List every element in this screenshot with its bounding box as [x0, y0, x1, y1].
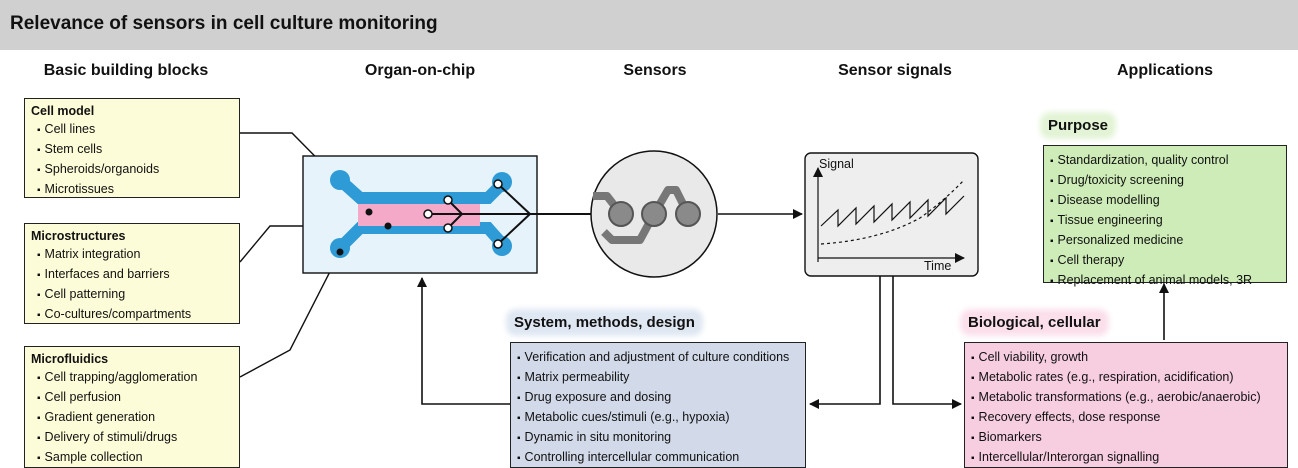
list-item: Disease modelling: [1050, 191, 1280, 211]
list-item: Matrix permeability: [517, 368, 799, 388]
list-item: Cell viability, growth: [971, 348, 1281, 368]
microstructures-title: Microstructures: [31, 229, 126, 243]
leader-microfluidics: [239, 251, 341, 378]
list-item: Cell trapping/agglomeration: [31, 368, 233, 388]
list-item: Cell perfusion: [31, 388, 233, 408]
organ-on-chip-illustration: [302, 155, 538, 274]
list-item: Recovery effects, dose response: [971, 408, 1281, 428]
time-axis-label: Time: [924, 259, 952, 273]
list-item: Cell therapy: [1050, 251, 1280, 271]
signal-axis-label: Signal: [819, 157, 854, 171]
list-item: Cell patterning: [31, 285, 233, 305]
list-item: Sample collection: [31, 448, 233, 468]
cell-model-title: Cell model: [31, 104, 95, 118]
list-item: Tissue engineering: [1050, 211, 1280, 231]
purpose-box: Standardization, quality control Drug/to…: [1043, 145, 1287, 287]
list-item: Personalized medicine: [1050, 231, 1280, 251]
list-item: Drug exposure and dosing: [517, 388, 799, 408]
list-item: Spheroids/organoids: [31, 160, 233, 180]
column-header-sensor-signals: Sensor signals: [838, 62, 952, 79]
list-item: Delivery of stimuli/drugs: [31, 428, 233, 448]
list-item: Stem cells: [31, 140, 233, 160]
list-item: Cell lines: [31, 120, 233, 140]
list-item: Matrix integration: [31, 245, 233, 265]
list-item: Metabolic rates (e.g., respiration, acid…: [971, 368, 1281, 388]
sensor-illustration: [590, 150, 718, 278]
column-header-applications: Applications: [1116, 62, 1213, 79]
biological-cellular-box: Cell viability, growth Metabolic rates (…: [964, 342, 1288, 468]
column-header-sensors: Sensors: [623, 62, 687, 79]
title-banner: Relevance of sensors in cell culture mon…: [0, 0, 1298, 50]
list-item: Replacement of animal models, 3R: [1050, 271, 1280, 291]
page-title: Relevance of sensors in cell culture mon…: [10, 13, 438, 34]
column-header-organ-on-chip: Organ-on-chip: [364, 62, 476, 79]
list-item: Controlling intercellular communication: [517, 448, 799, 468]
signal-plot: [804, 152, 979, 277]
list-item: Microtissues: [31, 180, 233, 200]
list-item: Verification and adjustment of culture c…: [517, 348, 799, 368]
list-item: Gradient generation: [31, 408, 233, 428]
list-item: Biomarkers: [971, 428, 1281, 448]
list-item: Co-cultures/compartments: [31, 305, 233, 325]
list-item: Metabolic transformations (e.g., aerobic…: [971, 388, 1281, 408]
list-item: Intercellular/Interorgan signalling: [971, 448, 1281, 468]
microfluidics-box: Microfluidics Cell trapping/agglomeratio…: [24, 346, 240, 468]
purpose-title: Purpose: [1044, 116, 1113, 135]
microfluidics-title: Microfluidics: [31, 352, 109, 366]
list-item: Interfaces and barriers: [31, 265, 233, 285]
cell-model-box: Cell model Cell lines Stem cells Spheroi…: [24, 98, 240, 198]
microstructures-box: Microstructures Matrix integration Inter…: [24, 223, 240, 324]
list-item: Drug/toxicity screening: [1050, 171, 1280, 191]
list-item: Dynamic in situ monitoring: [517, 428, 799, 448]
system-methods-box: Verification and adjustment of culture c…: [510, 342, 806, 468]
list-item: Standardization, quality control: [1050, 151, 1280, 171]
column-header-building-blocks: Basic building blocks: [43, 62, 209, 79]
system-title: System, methods, design: [510, 313, 699, 332]
list-item: Metabolic cues/stimuli (e.g., hypoxia): [517, 408, 799, 428]
biological-title: Biological, cellular: [964, 313, 1105, 332]
